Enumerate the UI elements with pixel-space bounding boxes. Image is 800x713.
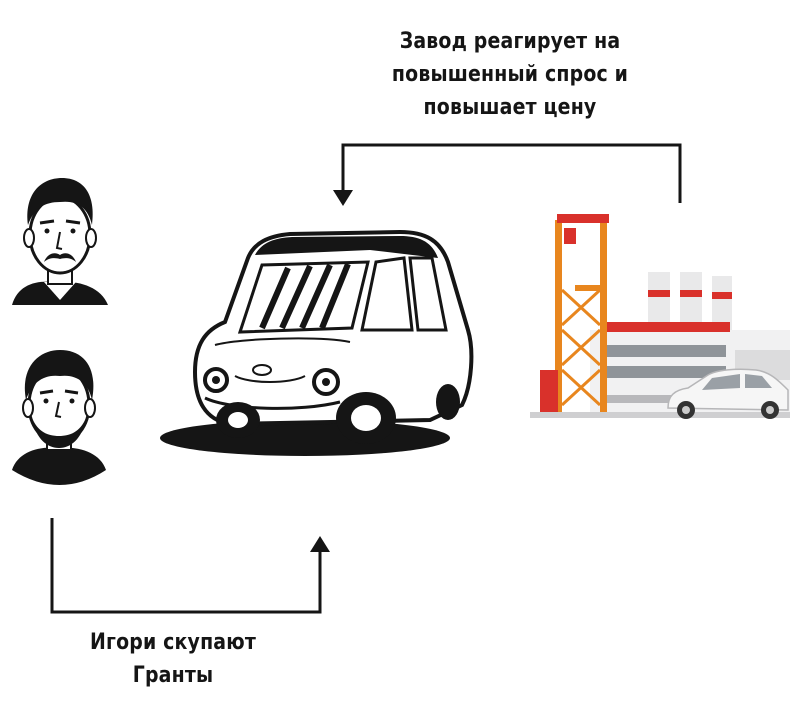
man-with-mustache-icon — [12, 178, 108, 305]
man-with-beard-icon — [12, 350, 106, 485]
factory-reaction-caption: Завод реагирует на повышенный спрос и по… — [368, 25, 652, 124]
factory-reaction-line-1: Завод реагирует на — [399, 29, 621, 54]
top-arrow — [333, 143, 682, 206]
buyers-line-2: Гранты — [132, 663, 214, 688]
buyers-caption: Игори скупают Гранты — [66, 626, 281, 692]
top-arrowhead — [333, 190, 353, 206]
car-factory-illustration — [530, 214, 790, 419]
factory-reaction-line-2: повышенный спрос и — [391, 62, 629, 87]
buyers-line-1: Игори скупают — [90, 630, 256, 655]
bottom-arrowhead — [310, 536, 330, 552]
factory-reaction-line-3: повышает цену — [423, 95, 597, 120]
car-illustration — [160, 229, 474, 456]
bottom-arrow — [50, 518, 330, 614]
